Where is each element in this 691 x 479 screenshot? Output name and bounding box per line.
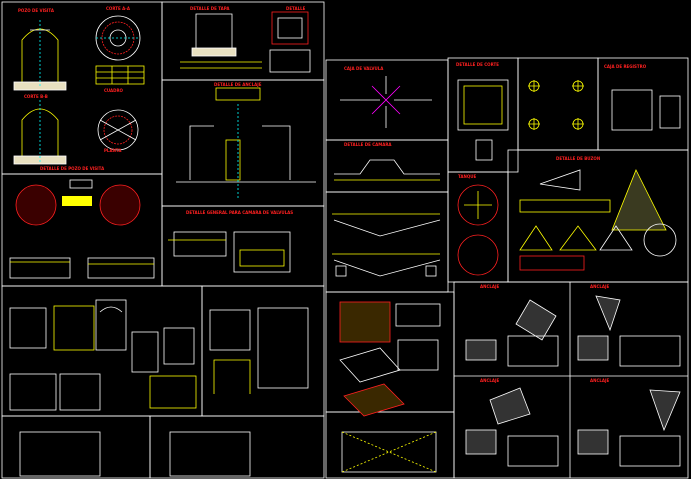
title-p04: PLANTA	[104, 148, 122, 153]
registro-box	[611, 89, 681, 131]
title-p15: CAJA DE REGISTRO	[604, 64, 647, 69]
title-p11: DETALLE DE CAMARA	[344, 142, 392, 147]
channel-section	[332, 213, 441, 277]
tank-details	[9, 299, 197, 411]
title-p08: DETALLE	[286, 6, 306, 11]
panel-frame	[149, 415, 325, 479]
title-p19: ANCLAJE	[590, 378, 610, 383]
title-p16: ANCLAJE	[480, 284, 500, 289]
buzon-detail	[209, 307, 309, 394]
title-p17: ANCLAJE	[590, 284, 610, 289]
isometric-box	[339, 301, 441, 417]
title-p06: DETALLE DE POZO DE VISITA	[40, 166, 105, 171]
manhole-section-2	[13, 100, 67, 165]
manhole-section-1	[13, 20, 67, 91]
trench-section	[9, 257, 155, 279]
cover-circles	[457, 184, 499, 276]
title-p01: POZO DE VISITA	[18, 8, 55, 13]
title-p03: CORTE B-B	[24, 94, 48, 99]
title-p05: CUADRO	[104, 88, 124, 93]
manhole-plan-1	[95, 15, 141, 61]
middle-block	[325, 57, 689, 479]
profile-detail	[334, 159, 440, 181]
left-block	[1, 1, 325, 479]
title-p14: DETALLE DE BUZON	[556, 156, 600, 161]
anchor-shapes	[519, 169, 677, 271]
valve-symbols	[528, 80, 584, 130]
title-p10: CAJA DE VALVULA	[344, 66, 384, 71]
square-box	[457, 79, 509, 161]
manhole-plan-2	[97, 109, 139, 151]
valve-chamber	[176, 87, 316, 200]
concrete-box	[168, 231, 291, 273]
title-p09: DETALLE DE ANCLAJE	[214, 82, 262, 87]
title-p07: DETALLE DE TAPA	[190, 6, 230, 11]
title-p12: DETALLE DE CORTE	[456, 62, 499, 67]
panel-frame	[453, 281, 689, 479]
plan-bottom	[341, 431, 437, 473]
anchor-grid	[454, 282, 688, 478]
panel-titles: POZO DE VISITA CORTE A-A CORTE B-B PLANT…	[18, 6, 647, 383]
title-main-notes: DETALLE GENERAL PARA CAMARA DE VALVULAS	[186, 210, 293, 215]
title-p02: CORTE A-A	[106, 6, 131, 11]
box-detail-top	[180, 11, 311, 73]
title-p13: TANQUE	[458, 174, 477, 179]
junction-detail	[340, 76, 432, 128]
cover-detail	[15, 179, 141, 226]
title-p18: ANCLAJE	[480, 378, 500, 383]
table-1	[95, 65, 145, 85]
bottom-strips	[19, 431, 251, 477]
